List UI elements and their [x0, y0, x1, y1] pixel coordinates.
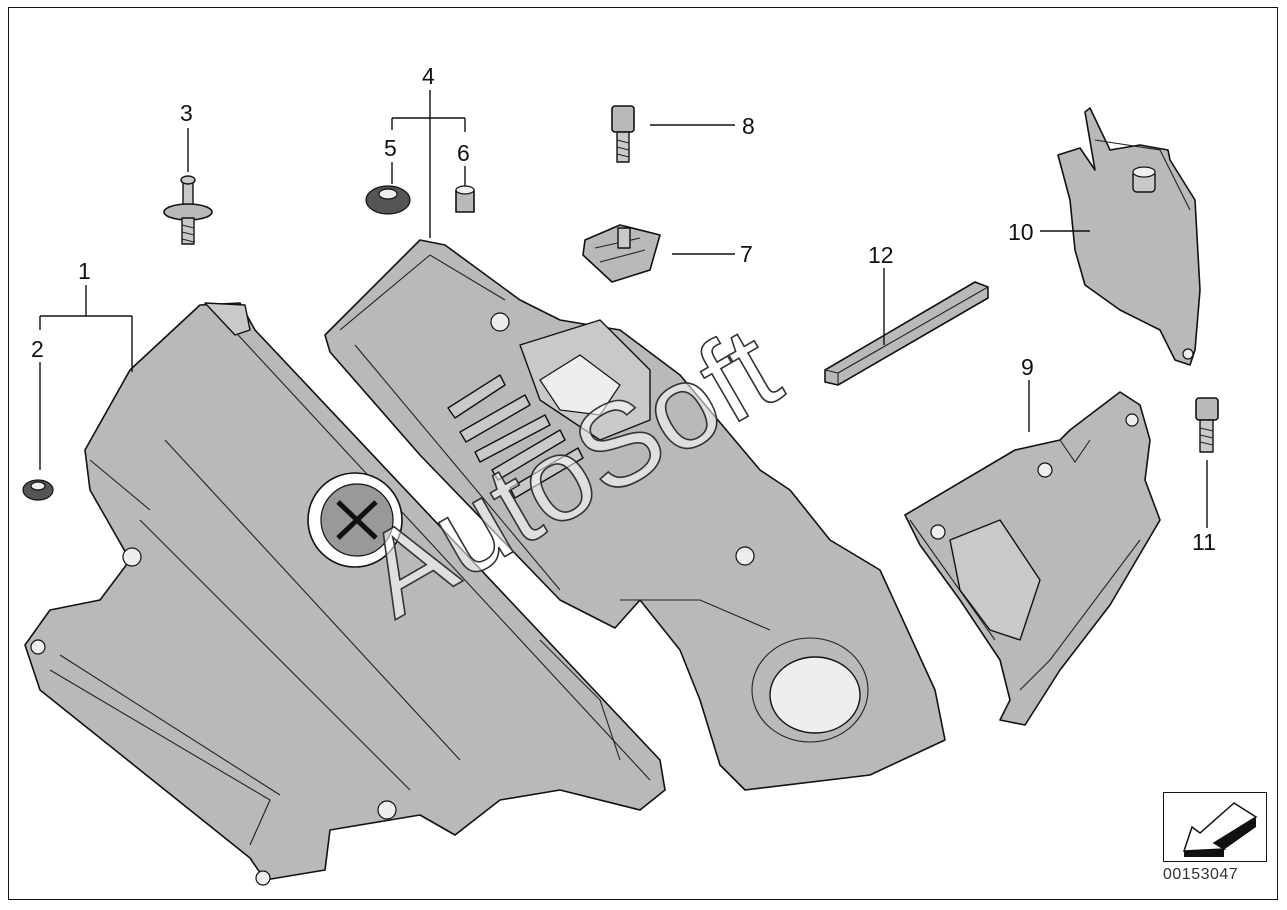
part-6-spacer[interactable]	[455, 185, 475, 213]
diagram-frame	[8, 7, 1278, 900]
callout-6: 6	[457, 140, 470, 166]
callout-7: 7	[740, 241, 753, 267]
callout-10: 10	[1008, 219, 1034, 245]
callout-4: 4	[422, 63, 435, 89]
part-11-bolt[interactable]	[1195, 397, 1219, 453]
part-1-engine-cover-left[interactable]	[24, 302, 666, 886]
part-7-clip-nut[interactable]	[582, 224, 661, 283]
part-9-lower-shield[interactable]	[904, 391, 1161, 726]
part-8-bolt[interactable]	[611, 105, 635, 163]
callouts: 1 2 3 4 5 6 7 8 9 10 11 12	[31, 63, 1216, 555]
part-2-grommet-nut[interactable]	[22, 479, 54, 501]
callout-2: 2	[31, 336, 44, 362]
part-12-foam-strip[interactable]	[824, 281, 989, 386]
leader-lines	[39, 90, 1208, 528]
callout-3: 3	[180, 100, 193, 126]
document-number: 00153047	[1163, 866, 1239, 883]
callout-9: 9	[1021, 354, 1034, 380]
callout-11: 11	[1192, 529, 1216, 555]
part-4-engine-cover-center[interactable]	[307, 239, 946, 791]
arrow-icon	[1182, 802, 1258, 857]
callout-8: 8	[742, 113, 755, 139]
part-5-grommet[interactable]	[365, 185, 411, 215]
nav-arrow-button[interactable]	[1163, 792, 1267, 862]
part-3-screw-washer[interactable]	[163, 175, 213, 245]
callout-1: 1	[78, 258, 91, 284]
part-10-bracket[interactable]	[1057, 107, 1201, 366]
callout-5: 5	[384, 135, 397, 161]
callout-12: 12	[868, 242, 894, 268]
